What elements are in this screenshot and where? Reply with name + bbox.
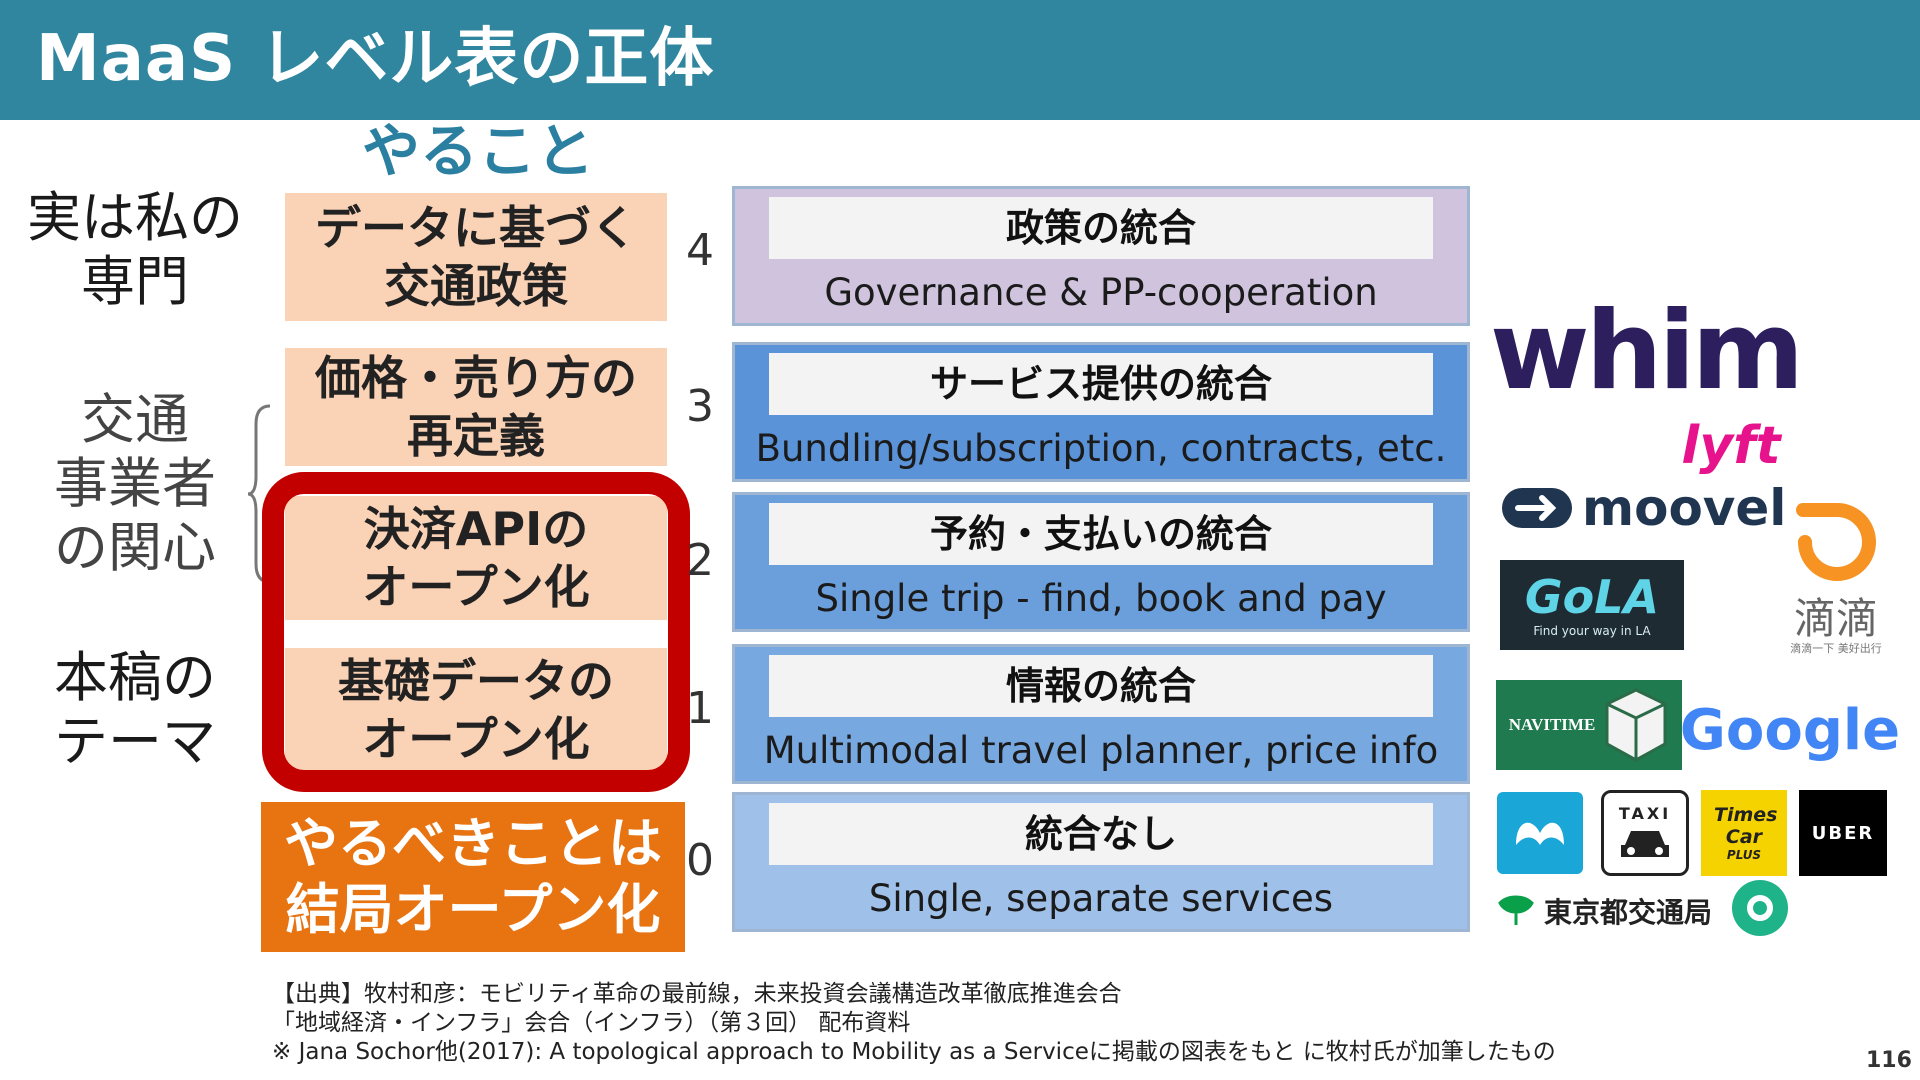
navitime-cube-icon [1605, 688, 1667, 762]
ginkgo-icon [1498, 895, 1534, 925]
level-box-4: 政策の統合 Governance & PP-cooperation [732, 186, 1470, 326]
moovel-text: moovel [1582, 479, 1787, 537]
didi-icon [1784, 494, 1890, 594]
didi-logo-text: 滴滴 [1793, 593, 1878, 643]
header-bar [0, 0, 1920, 120]
column-header: やること [362, 117, 595, 185]
level-subtitle: Bundling/subscription, contracts, etc. [755, 427, 1447, 470]
toei-text: 東京都交通局 [1544, 896, 1713, 929]
action-pricing: 価格・売り方の 再定義 [285, 348, 667, 466]
level-box-2: 予約・支払いの統合 Single trip - find, book and p… [732, 492, 1470, 632]
level-title: サービス提供の統合 [769, 353, 1433, 415]
level-number-3: 3 [686, 381, 714, 432]
times-car-text: Times Car [1714, 804, 1778, 848]
page-title: MaaS レベル表の正体 [36, 22, 715, 96]
moovel-logo: moovel [1500, 476, 1790, 540]
google-text: Google [1679, 697, 1901, 763]
action-payment-api: 決済APIの オープン化 [285, 496, 667, 620]
side-label-operators: 交通 事業者 の関心 [54, 388, 216, 579]
lyft-logo: lyft [1681, 416, 1781, 476]
level-number-4: 4 [686, 225, 714, 276]
whim-logo: whim [1489, 288, 1804, 414]
level-title: 統合なし [769, 803, 1433, 865]
moovel-arrow-icon [1502, 488, 1572, 528]
side-label-theme: 本稿の テーマ [54, 646, 216, 773]
action-policy: データに基づく 交通政策 [285, 193, 667, 321]
level-subtitle: Single trip - find, book and pay [815, 577, 1387, 620]
level-number-0: 0 [686, 835, 714, 886]
gola-logo: GoLA Find your way in LA [1500, 560, 1684, 650]
toei-bus-icon [1732, 880, 1788, 936]
google-logo: Google [1680, 690, 1900, 770]
taxi-icon: TAXI [1601, 790, 1689, 876]
navitime-logo: NAVITIME [1496, 680, 1682, 770]
uber-logo: UBER [1799, 790, 1887, 876]
level-box-3: サービス提供の統合 Bundling/subscription, contrac… [732, 342, 1470, 482]
source-line-3: ※ Jana Sochor他(2017): A topological appr… [272, 1039, 1556, 1065]
action-basic-data: 基礎データの オープン化 [285, 648, 667, 772]
times-car-logo: Times Car PLUS [1701, 790, 1787, 876]
brace-icon [248, 404, 271, 584]
level-subtitle: Multimodal travel planner, price info [763, 729, 1439, 772]
level-subtitle: Single, separate services [868, 877, 1334, 920]
uber-text: UBER [1811, 822, 1875, 844]
taxi-text: TAXI [1618, 803, 1672, 823]
source-line-2: 「地域経済・インフラ」会合（インフラ）（第３回） 配布資料 [272, 1010, 911, 1036]
didi-slogan: 滴滴一下 美好出行 [1790, 642, 1882, 655]
level-subtitle: Governance & PP-cooperation [824, 271, 1378, 314]
level-title: 予約・支払いの統合 [769, 503, 1433, 565]
toei-logo: 東京都交通局 [1496, 884, 1786, 938]
level-number-1: 1 [686, 683, 714, 734]
gola-text: GoLA [1524, 570, 1660, 624]
side-label-expertise: 実は私の 専門 [27, 186, 243, 313]
source-line-1: 【出典】牧村和彦：モビリティ革命の最前線，未来投資会議構造改革徹底推進会合 [272, 981, 1122, 1007]
level-title: 情報の統合 [769, 655, 1433, 717]
page-number: 116 [1866, 1048, 1912, 1073]
conclusion-box: やるべきことは 結局オープン化 [261, 802, 685, 952]
level-box-0: 統合なし Single, separate services [732, 792, 1470, 932]
level-box-1: 情報の統合 Multimodal travel planner, price i… [732, 644, 1470, 784]
navitime-text: NAVITIME [1508, 715, 1596, 734]
level-number-2: 2 [686, 535, 714, 586]
level-title: 政策の統合 [769, 197, 1433, 259]
times-plus-text: PLUS [1726, 848, 1762, 862]
highlight-frame [262, 472, 690, 792]
tokyo-metro-icon [1497, 792, 1583, 874]
gola-tagline: Find your way in LA [1533, 624, 1651, 638]
